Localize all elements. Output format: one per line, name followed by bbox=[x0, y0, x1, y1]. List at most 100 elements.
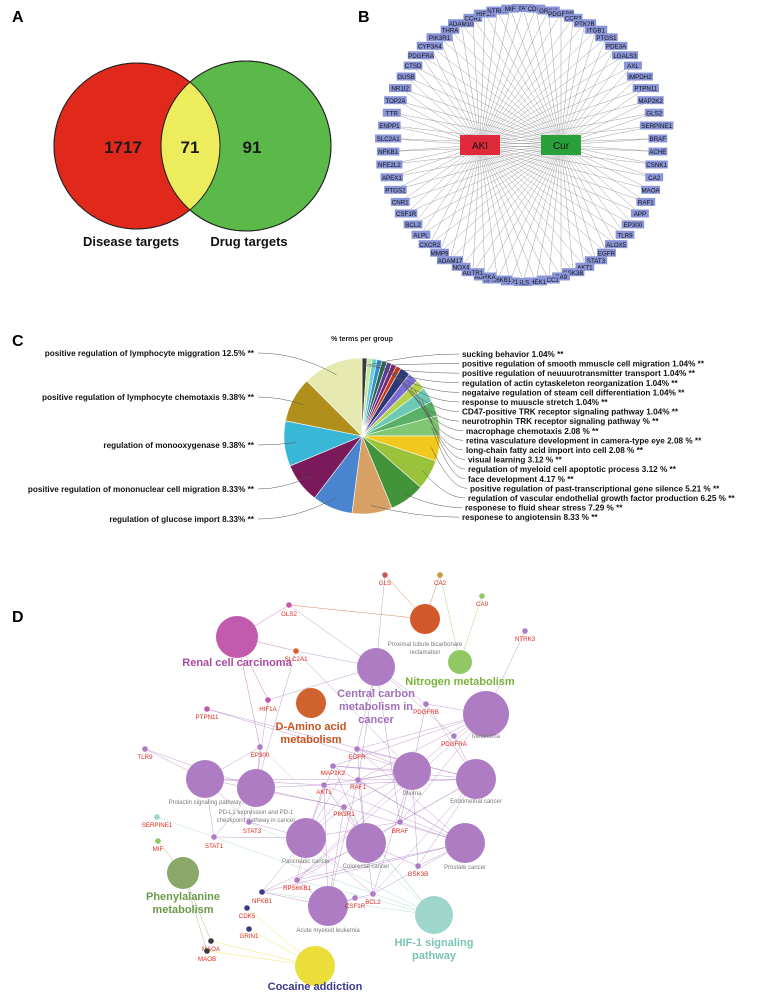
pie-right-label: positive regulation of smooth mmuscle ce… bbox=[462, 360, 705, 369]
target-network: STAT1CDK5GRIN1PDGFRBCCR2PTK2BITGB1PTGS1P… bbox=[375, 4, 674, 287]
network-edge bbox=[560, 23, 586, 146]
network-edge bbox=[429, 45, 562, 146]
gene-node bbox=[561, 268, 585, 277]
gene-dot bbox=[259, 889, 265, 895]
pathway-edge bbox=[295, 650, 413, 772]
gene-node bbox=[407, 51, 435, 60]
network-edge bbox=[439, 144, 481, 253]
gene-node-label: CHEK1 bbox=[526, 279, 547, 286]
pathway-edge bbox=[327, 779, 359, 907]
gene-dot bbox=[204, 706, 210, 712]
pie-left-label: positive regulation of lymphocyte miggra… bbox=[45, 349, 255, 358]
network-edge bbox=[406, 144, 562, 214]
gene-node-label: CNR1 bbox=[392, 200, 409, 207]
network-edge bbox=[472, 144, 481, 273]
gene-dot-label: RPS6KB1 bbox=[283, 885, 311, 892]
gene-node-label: CCR2 bbox=[565, 15, 582, 22]
venn-diagram: 1717 71 91 Disease targets Drug targets bbox=[53, 60, 332, 249]
pathway-node bbox=[295, 946, 335, 986]
panel-letter-c: C bbox=[12, 333, 24, 350]
gene-node bbox=[461, 268, 485, 277]
network-edge bbox=[405, 76, 481, 146]
gene-dot bbox=[286, 602, 292, 608]
network-edge bbox=[509, 8, 562, 146]
pie-leader-line bbox=[257, 396, 304, 406]
network-edge bbox=[560, 45, 617, 146]
gene-node bbox=[396, 72, 416, 81]
gene-node-label: PTK2B bbox=[575, 21, 595, 28]
pathway-edge bbox=[248, 821, 435, 916]
gene-node bbox=[630, 209, 649, 218]
gene-node-label: AKT1 bbox=[577, 264, 593, 271]
gene-dot bbox=[246, 819, 252, 825]
network-edge bbox=[406, 76, 562, 146]
pathway-edge bbox=[206, 708, 477, 780]
gene-dot bbox=[293, 648, 299, 654]
network-edge bbox=[479, 144, 626, 235]
pathway-node bbox=[308, 886, 348, 926]
gene-node-label: AXL bbox=[627, 63, 639, 70]
pie-right-label: macrophage chemotaxis 2.08 % ** bbox=[466, 427, 599, 436]
pie-leader-line bbox=[408, 383, 464, 441]
network-edge bbox=[560, 144, 607, 253]
gene-dot-label: CSF1R bbox=[345, 903, 366, 910]
network-edge bbox=[479, 87, 646, 146]
network-edge bbox=[479, 112, 655, 146]
pie-leader-line bbox=[386, 370, 460, 403]
network-edge bbox=[484, 13, 562, 146]
gene-node bbox=[575, 262, 595, 271]
gene-node-label: EP300 bbox=[624, 222, 643, 229]
gene-node-label: EGFR bbox=[598, 250, 616, 257]
gene-node bbox=[388, 84, 412, 93]
gene-node-label: MMP9 bbox=[431, 250, 449, 257]
gene-node bbox=[641, 185, 660, 194]
network-edge bbox=[560, 55, 626, 146]
gene-node-label: CDK5 bbox=[528, 6, 545, 13]
gene-dot-label: CDK5 bbox=[239, 913, 256, 920]
gene-node bbox=[436, 256, 464, 265]
gene-node-label: HIF1A bbox=[476, 11, 494, 18]
gene-node-label: GSK3B bbox=[563, 270, 584, 277]
gene-dot-label: CA9 bbox=[476, 601, 489, 608]
gene-node-label: STAT1 bbox=[514, 6, 533, 13]
pie-right-label: face development 4.17 % ** bbox=[468, 475, 574, 484]
pie-right-label: positive regulation of neuuurotransmitte… bbox=[462, 369, 696, 378]
gene-node bbox=[573, 19, 597, 28]
network-edge bbox=[522, 144, 562, 283]
gene-dot-label: BCL2 bbox=[365, 899, 381, 906]
gene-node-label: BRAF bbox=[650, 136, 667, 143]
gene-node-label: SERPINE1 bbox=[641, 123, 672, 130]
network-edge bbox=[412, 65, 562, 146]
hub-cur-label: Cur bbox=[553, 141, 570, 152]
gene-dot-label: NFKB1 bbox=[252, 898, 273, 905]
gene-node-label: APEX1 bbox=[382, 175, 403, 182]
network-edge bbox=[479, 144, 597, 261]
gene-dot bbox=[294, 877, 300, 883]
gene-node-label: NOX4 bbox=[453, 264, 470, 271]
gene-node-label: TOP2A bbox=[385, 98, 406, 105]
gene-node bbox=[547, 9, 575, 18]
network-edge bbox=[479, 144, 537, 282]
gene-dot bbox=[257, 744, 263, 750]
gene-node-label: GLS2 bbox=[646, 110, 662, 117]
gene-node bbox=[376, 147, 400, 156]
gene-node-label: PTPN11 bbox=[634, 86, 657, 93]
gene-node-label: ABCC1 bbox=[538, 277, 559, 284]
gene-dot bbox=[423, 701, 429, 707]
pathway-label: Nitrogen metabolism bbox=[405, 676, 515, 688]
gene-node-label: APP bbox=[634, 211, 646, 218]
network-edge bbox=[412, 144, 562, 225]
network-edge bbox=[479, 144, 617, 245]
gene-dot bbox=[522, 628, 528, 634]
pathway-node bbox=[237, 769, 275, 807]
pathway-edge bbox=[204, 778, 345, 808]
gene-dot-label: MIF bbox=[153, 846, 164, 853]
network-edge bbox=[391, 112, 562, 146]
gene-node bbox=[418, 240, 442, 249]
pathway-edge bbox=[288, 604, 426, 620]
pie-right-label: positive regulation of past-transcriptio… bbox=[470, 484, 720, 493]
